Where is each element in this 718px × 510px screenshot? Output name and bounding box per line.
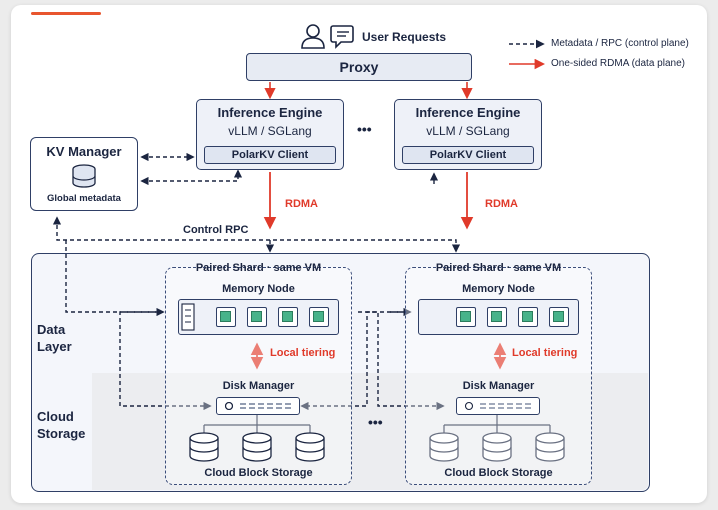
proxy-box <box>246 53 472 81</box>
cloud-storage-label: Cloud Storage <box>37 409 86 441</box>
data-layer-label: Data Layer <box>37 322 72 354</box>
engine-2-title: Inference Engine <box>415 105 521 120</box>
control-rpc-label: Control RPC <box>183 224 249 236</box>
chip-icon <box>487 307 507 327</box>
accent-bar <box>31 12 101 15</box>
proxy-label: Proxy <box>339 59 379 75</box>
chip-icon <box>456 307 476 327</box>
shard-1-disk-manager-label: Disk Manager <box>222 380 295 392</box>
kv-manager-subtitle: Global metadata <box>47 193 121 204</box>
shard-2-block-storage-label: Cloud Block Storage <box>444 467 553 479</box>
shard-2-title: Paired Shard · same VM <box>435 262 562 274</box>
engine-ellipsis: ••• <box>357 121 372 137</box>
engine-2-subtitle: vLLM / SGLang <box>426 124 510 138</box>
disk-manager-1 <box>216 397 300 415</box>
chip-icon <box>309 307 329 327</box>
polarkv-client-2 <box>402 146 534 164</box>
legend-control-label: Metadata / RPC (control plane) <box>551 38 689 49</box>
shard-1-block-storage-label: Cloud Block Storage <box>204 467 313 479</box>
chip-icon <box>278 307 298 327</box>
local-tiering-label-2: Local tiering <box>512 347 578 359</box>
chip-icon <box>216 307 236 327</box>
shard-2-disk-manager-label: Disk Manager <box>462 380 535 392</box>
engine-1-subtitle: vLLM / SGLang <box>228 124 312 138</box>
legend-data-label: One-sided RDMA (data plane) <box>551 58 685 69</box>
shard-ellipsis: ••• <box>368 414 383 430</box>
shard-1-title: Paired Shard · same VM <box>195 262 322 274</box>
rdma-label-1: RDMA <box>285 198 318 210</box>
chip-icon <box>247 307 267 327</box>
client-1-label: PolarKV Client <box>231 149 309 161</box>
polarkv-client-1 <box>204 146 336 164</box>
client-2-label: PolarKV Client <box>429 149 507 161</box>
cloud-storage-band <box>92 373 648 490</box>
rdma-label-2: RDMA <box>485 198 518 210</box>
local-tiering-label-1: Local tiering <box>270 347 336 359</box>
chip-icon <box>549 307 569 327</box>
kv-manager-title: KV Manager <box>46 144 122 159</box>
disk-manager-2 <box>456 397 540 415</box>
shard-2-memory-node-label: Memory Node <box>462 283 535 295</box>
chip-icon <box>518 307 538 327</box>
shard-1-memory-node-label: Memory Node <box>222 283 295 295</box>
engine-1-title: Inference Engine <box>217 105 323 120</box>
user-requests-label: User Requests <box>362 30 447 44</box>
